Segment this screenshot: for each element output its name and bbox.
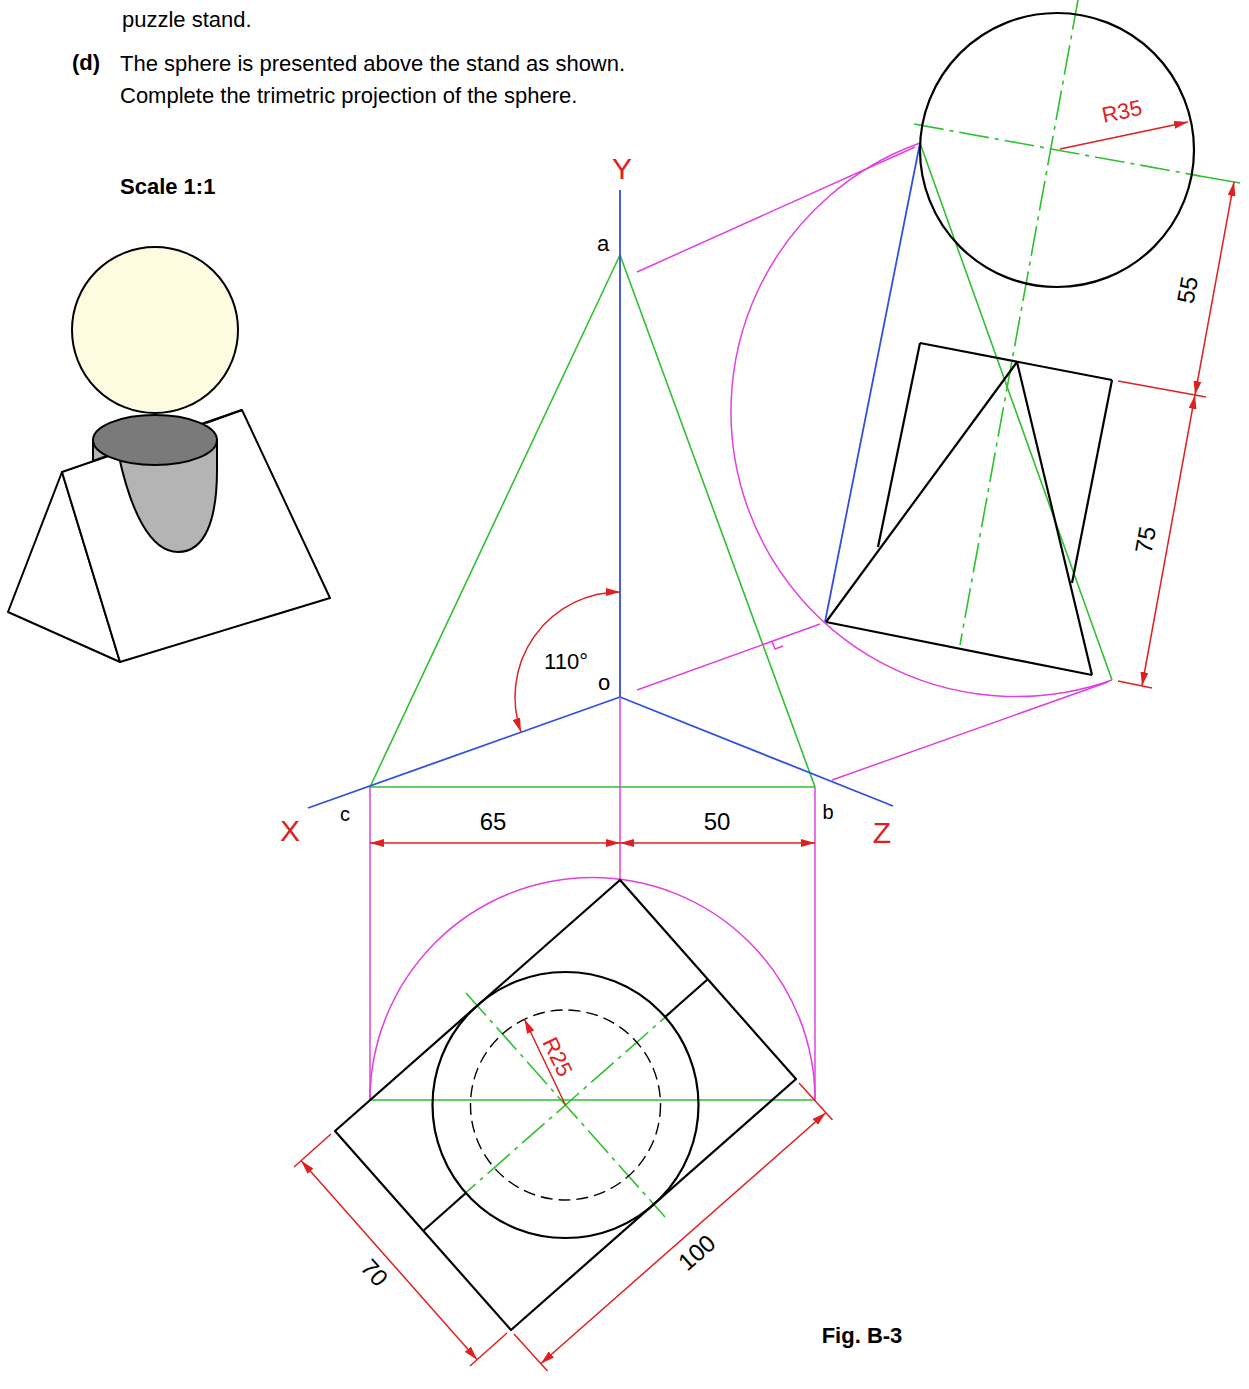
angle-arc [515,592,620,732]
point-label: b [820,801,835,823]
dimension-value: 55 [1172,273,1203,308]
hidden-circle [471,1010,661,1200]
object-edge [826,622,1092,675]
object-edge [1072,380,1112,583]
extension-line [1194,175,1240,183]
object-edge [1017,362,1092,675]
axis-line [825,143,920,622]
radius-dimension: R25 [536,1032,577,1082]
center-line [466,993,665,1217]
question-text: The sphere is presented above the stand … [118,48,678,112]
radius-dimension: R35 [1098,96,1146,129]
point-label: o [596,671,612,695]
dimension-line [541,1113,826,1364]
pictorial-view [8,247,330,662]
sphere-outline [920,13,1194,287]
sphere [72,247,238,413]
dimensions [294,122,1234,1371]
figure-caption: Fig. B-3 [820,1324,905,1348]
projector-line [369,787,371,1100]
extension-line [470,1333,507,1366]
trace-line [620,255,815,787]
prism-slope-face [62,410,330,662]
axis-label: Y [610,152,634,185]
projector-line [637,624,820,690]
dimension-value: 75 [1130,523,1161,558]
projector-line [619,697,621,880]
axis-line [308,697,620,808]
object-edge [826,362,1017,622]
axis-line [619,190,621,697]
extension-line [1118,681,1152,688]
angle-value: 110° [542,650,590,674]
ridge-line [423,1193,466,1231]
trace-line [370,786,815,788]
axis-label: X [278,814,302,847]
trace-line [370,1099,815,1101]
right-angle-mark [772,641,783,649]
axis-line [620,697,893,806]
trace-line [920,143,1112,680]
dimension-value: 65 [478,809,509,835]
dimension-line [370,842,620,844]
center-line [960,0,1078,645]
dimension-value: 100 [672,1229,722,1278]
extension-line [1118,381,1206,397]
projector-line [814,787,816,1100]
trace-line [370,255,620,787]
dimension-line [301,1161,477,1360]
question-number: (d) [70,48,102,77]
projector-line [832,682,1108,780]
object-edge [878,343,920,547]
dimension-value: 70 [354,1253,394,1293]
plan-outline [335,880,796,1330]
construction-arc [731,143,1112,697]
question-fragment: puzzle stand. [120,5,254,34]
construction-green [370,0,1240,1217]
point-label: c [338,803,352,825]
construction-arc [370,878,815,1100]
axes [308,143,920,808]
object-edge [920,343,1112,380]
ridge-line [665,979,708,1017]
axis-label: Z [871,816,893,849]
radius-arrow [1060,122,1188,149]
cylinder-outline [433,972,699,1238]
center-line [453,1006,678,1204]
scale-note: Scale 1:1 [118,172,217,201]
center-line [914,124,1200,176]
projectors [370,143,1112,1100]
prism-ridge [206,410,242,423]
extension-line [799,1083,833,1120]
dimension-value: 50 [702,809,733,835]
projector-line [637,147,915,272]
dimension-line [620,842,815,844]
extension-line [514,1334,548,1371]
cylinder-top [93,415,217,465]
point-label: a [595,232,611,256]
object-lines [335,13,1194,1330]
extension-line [294,1134,331,1167]
